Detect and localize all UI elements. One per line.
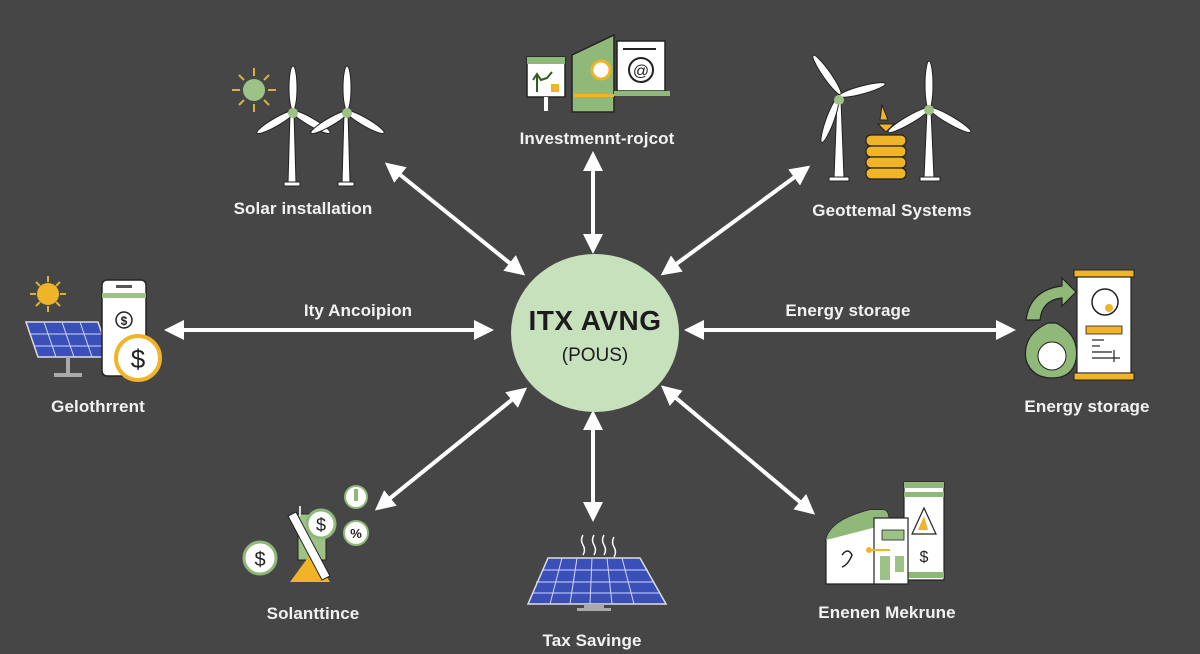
solar-panel-icon	[526, 534, 668, 611]
hub-title: ITX AVNG	[528, 305, 662, 336]
edge-label-right: Energy storage	[785, 301, 911, 320]
money-bag-with-document-icon	[1024, 269, 1135, 381]
arrow-bottom-left	[374, 387, 528, 511]
edge-label-left: Ity Ancoipion	[303, 301, 413, 320]
coins-and-percent-icon: $ $ %	[242, 485, 369, 582]
svg-text:$: $	[316, 515, 326, 535]
investment-project-icon: @	[526, 33, 670, 113]
arrow-top-right	[660, 165, 811, 276]
wind-turbines-with-sun-icon	[232, 65, 385, 187]
node-label-bottom: Tax Savinge	[542, 631, 642, 650]
node-label-bottom-right: Enenen Mekrune	[818, 603, 956, 622]
arrow-top-left	[384, 162, 526, 276]
svg-text:%: %	[350, 526, 362, 541]
node-label-top-left: Solar installation	[233, 199, 373, 218]
central-hub: ITX AVNG (POUS)	[511, 254, 679, 412]
connector-arrows	[164, 151, 1016, 522]
node-label-bottom-left: Solanttince	[266, 604, 360, 623]
arrow-bottom-right	[660, 385, 816, 515]
svg-text:$: $	[131, 344, 146, 374]
node-label-top-right: Geottemal Systems	[812, 201, 972, 220]
wind-turbines-with-coin-stack-icon	[812, 54, 972, 182]
node-label-top: Investmennt-rojcot	[519, 129, 675, 148]
node-label-right: Energy storage	[1024, 397, 1150, 416]
svg-text:$: $	[254, 549, 265, 571]
svg-text:@: @	[633, 63, 649, 80]
hub-subtitle: (POUS)	[561, 345, 629, 366]
svg-text:$: $	[121, 314, 128, 328]
building-with-warning-sign-icon: $	[825, 481, 945, 585]
svg-text:$: $	[920, 549, 929, 566]
node-label-left: Gelothrrent	[51, 397, 145, 416]
solar-panel-with-money-icon: $ $	[24, 276, 162, 382]
